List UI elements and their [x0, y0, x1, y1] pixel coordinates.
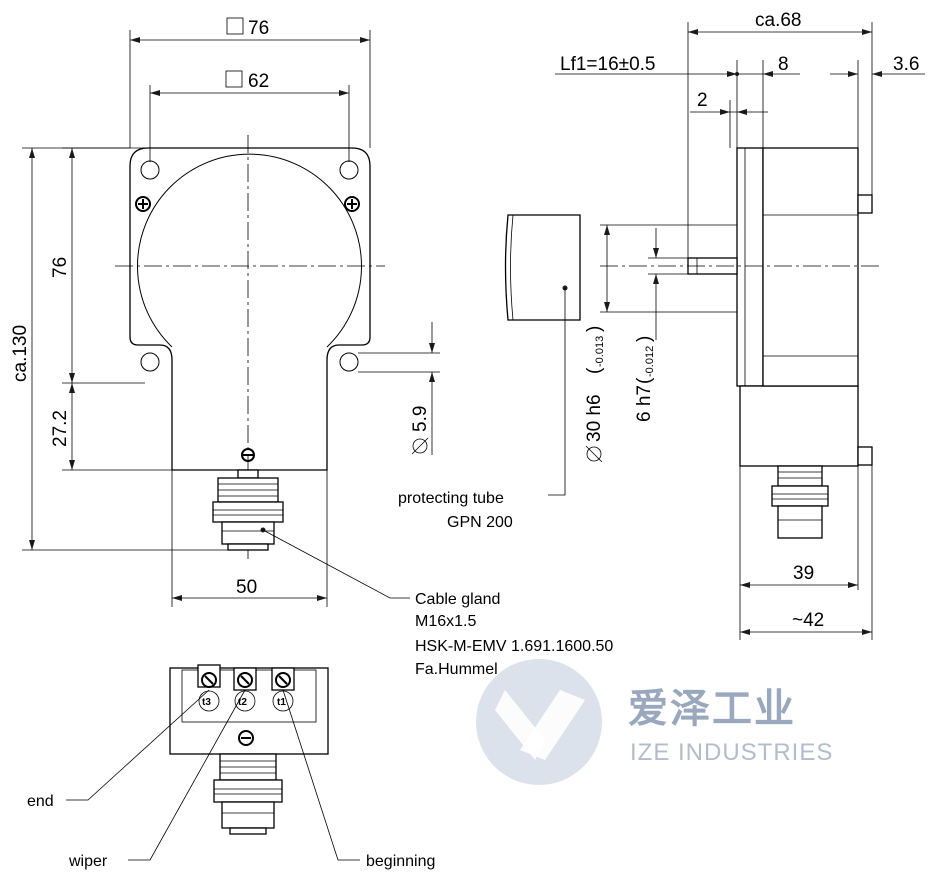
terminal-t3: t3 — [197, 664, 221, 712]
protecting-tube-type: GPN 200 — [447, 514, 513, 531]
dim-ca-130: ca.130 — [10, 325, 31, 382]
cable-gland-bottom — [213, 753, 283, 835]
protecting-tube: protecting tube GPN 200 — [398, 214, 581, 531]
svg-text:): ) — [584, 326, 605, 332]
cable-gland-side — [771, 465, 829, 539]
screw-right — [344, 196, 360, 212]
dim-shaft-6h7: 6 h7 — [634, 385, 655, 422]
terminal-view: t3 t2 t1 — [27, 664, 435, 870]
terminal-t3-label: t3 — [202, 697, 211, 708]
screw-left — [135, 196, 151, 212]
watermark-logo: 爱泽工业 IZE INDUSTRIES — [476, 659, 833, 785]
label-beginning: beginning — [366, 853, 435, 870]
cable-gland-part: HSK-M-EMV 1.691.1600.50 — [415, 638, 613, 655]
terminal-t1-label: t1 — [277, 697, 286, 708]
cable-gland-labels: Cable gland M16x1.5 HSK-M-EMV 1.691.1600… — [415, 591, 613, 678]
dim-3-6: 3.6 — [893, 54, 919, 75]
dim-lf1: Lf1=16±0.5 — [560, 54, 655, 75]
dim-ca-68: ca.68 — [755, 10, 801, 31]
dim-42: ~42 — [792, 610, 824, 631]
dim-2: 2 — [697, 90, 708, 111]
side-view: ca.68 Lf1=16±0.5 8 3.6 2 30 h6 ( — [555, 10, 925, 640]
mount-hole-bl — [140, 352, 160, 372]
dim-height-76: 76 — [50, 257, 71, 278]
terminal-t2: t2 — [233, 667, 257, 712]
round-cover — [137, 153, 362, 348]
terminal-t2-label: t2 — [238, 697, 247, 708]
cable-gland-front — [212, 469, 284, 551]
cable-gland-thread: M16x1.5 — [415, 613, 476, 630]
dim-flange-30h6: 30 h6 — [584, 394, 605, 442]
terminal-t1: t1 — [271, 667, 295, 712]
svg-text:): ) — [634, 336, 655, 342]
dim-square-62: 62 — [248, 71, 269, 92]
dim-hole-5-9: 5.9 — [410, 406, 431, 432]
logo-english-text: IZE INDUSTRIES — [630, 739, 833, 766]
cable-gland-maker: Fa.Hummel — [415, 661, 498, 678]
dim-8: 8 — [778, 54, 789, 75]
dim-39: 39 — [793, 563, 814, 584]
dim-square-76: 76 — [248, 18, 269, 39]
housing-outline — [129, 147, 371, 471]
protecting-tube-label: protecting tube — [398, 490, 504, 507]
dim-27-2: 27.2 — [50, 410, 71, 447]
svg-text:(: ( — [584, 367, 605, 374]
dim-flange-tol: -0.013 — [594, 336, 606, 367]
label-wiper: wiper — [68, 853, 108, 870]
cable-gland-title: Cable gland — [415, 591, 500, 608]
svg-text:(: ( — [634, 377, 655, 384]
mount-hole-br — [339, 352, 359, 372]
front-view: 76 62 76 27.2 ca.130 50 — [10, 17, 440, 607]
logo-chinese-text: 爱泽工业 — [628, 687, 796, 731]
dim-shaft-tol: -0.012 — [644, 346, 656, 377]
label-end: end — [27, 793, 54, 810]
dim-width-50: 50 — [236, 577, 257, 598]
